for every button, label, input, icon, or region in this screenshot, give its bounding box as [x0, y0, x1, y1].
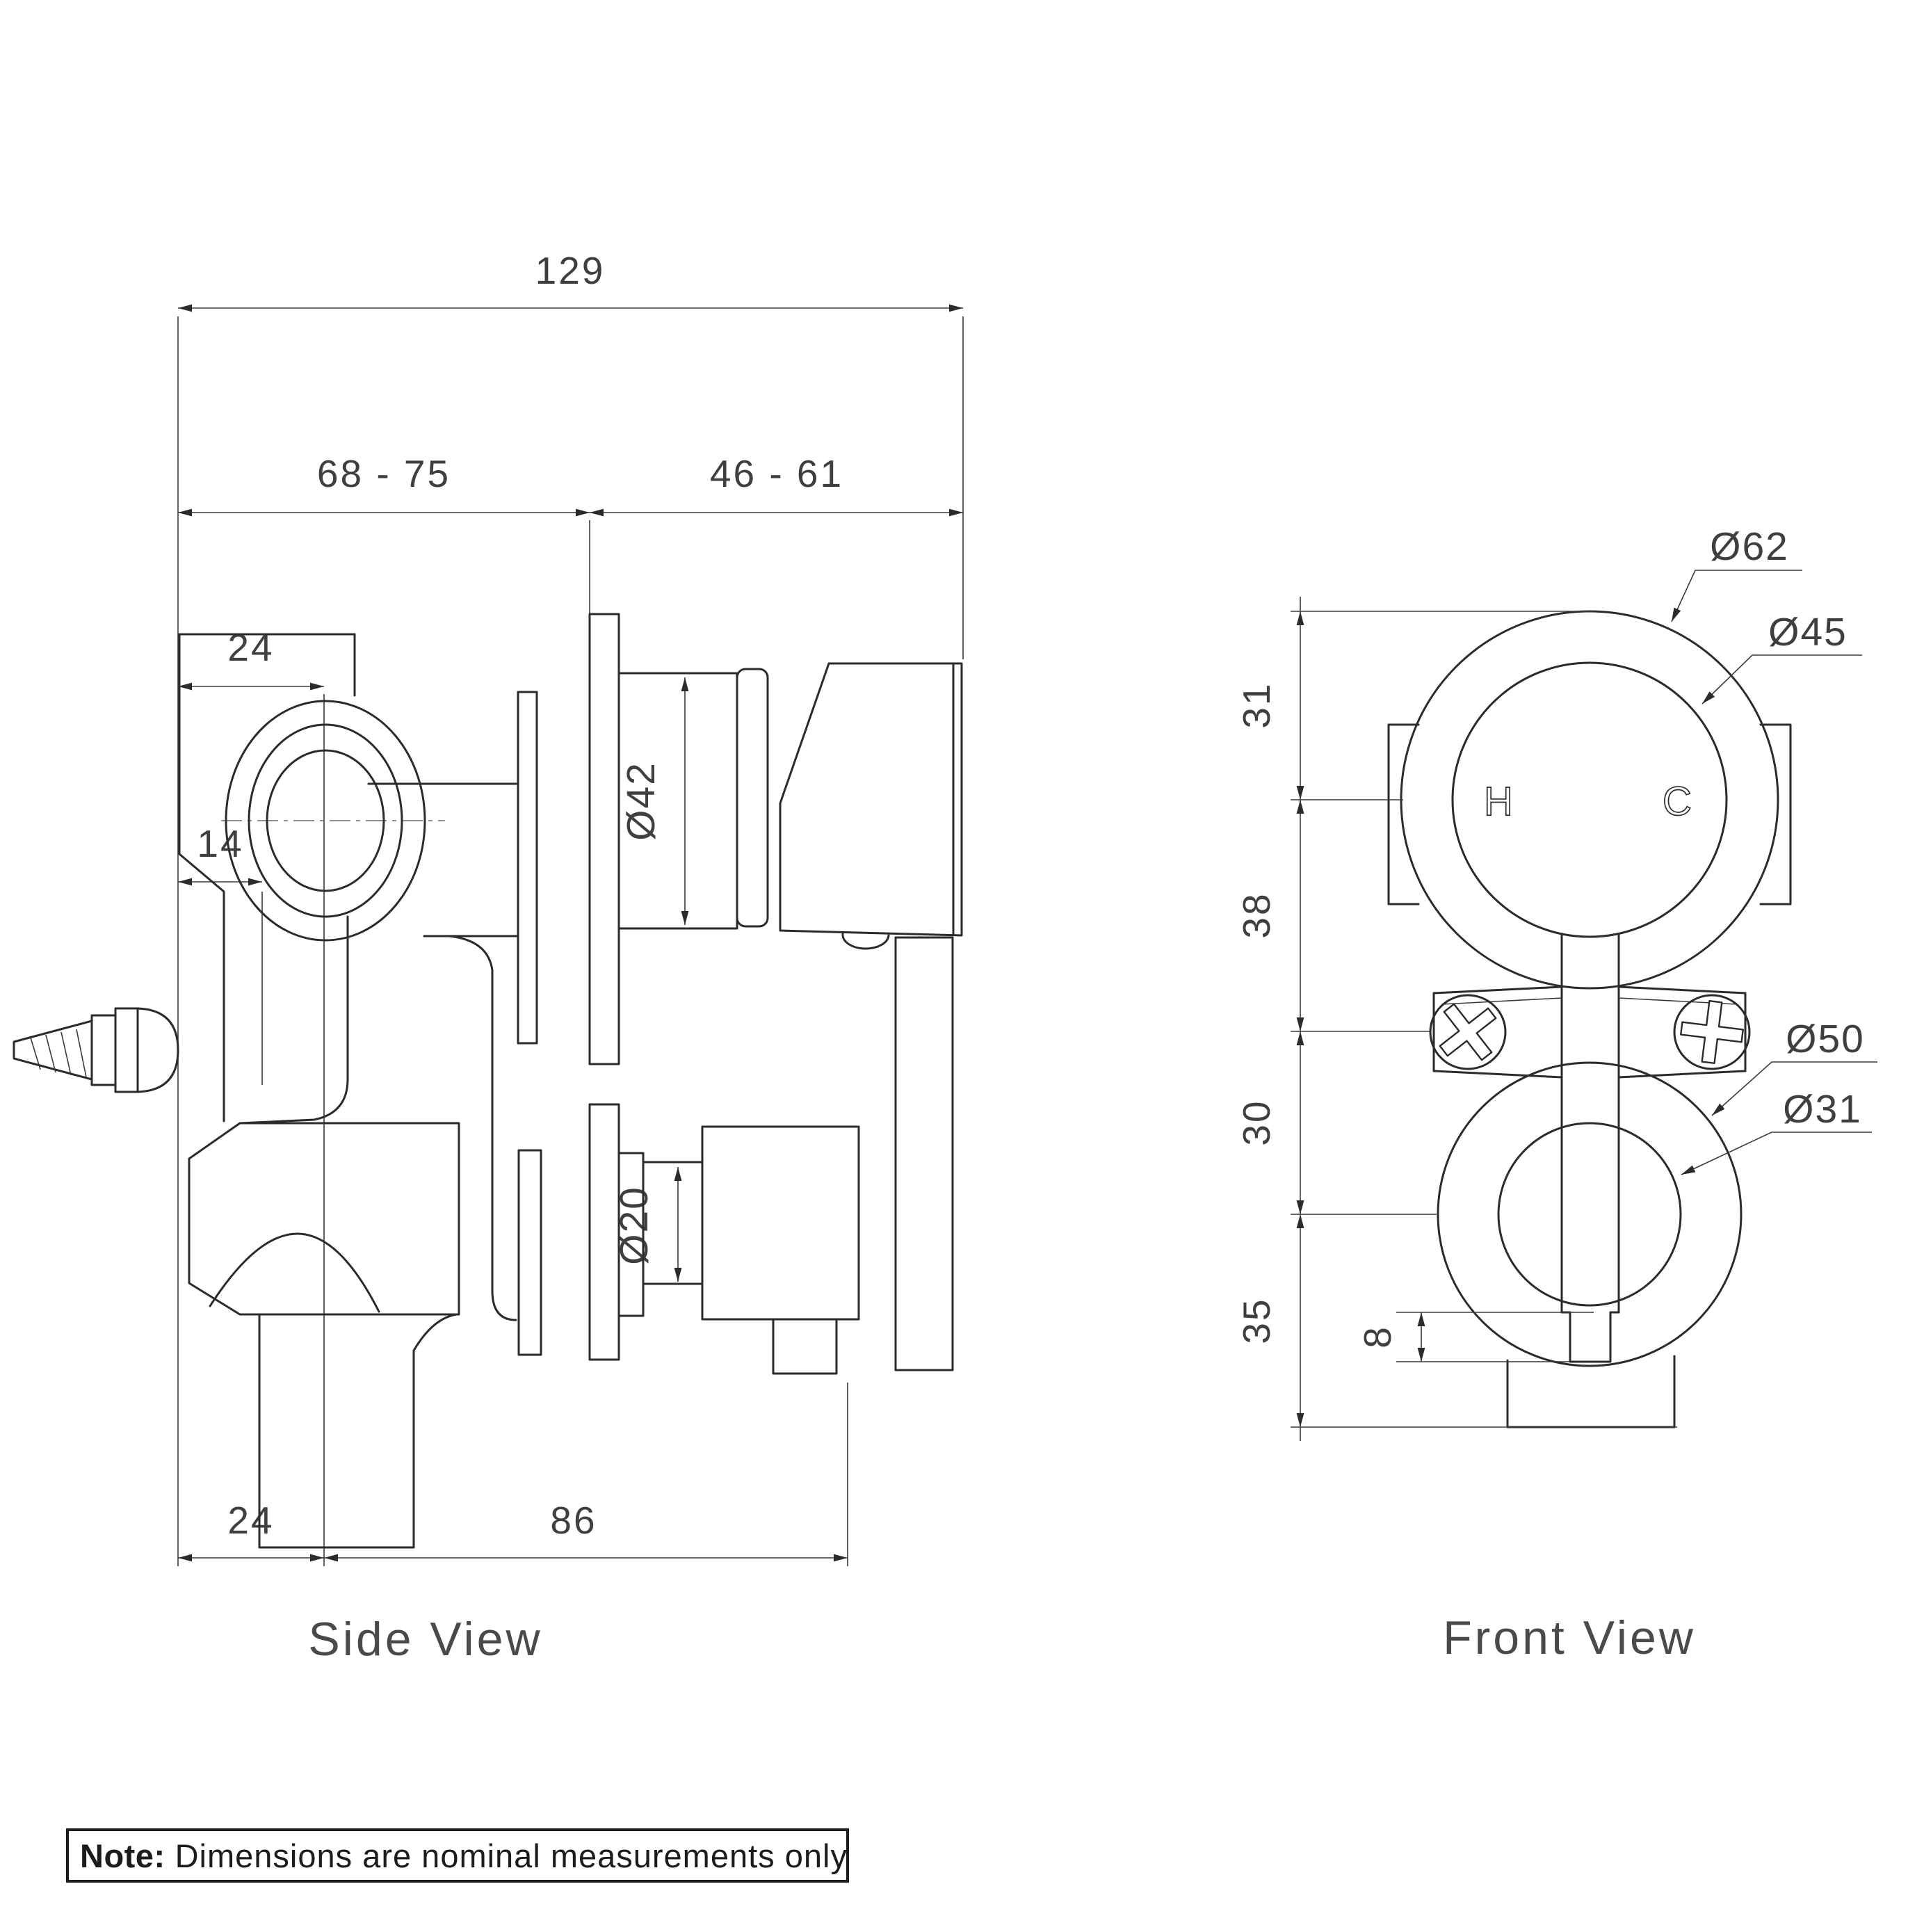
hot-marking: H	[1484, 779, 1513, 824]
stem-inset-dim	[1396, 1312, 1594, 1362]
side-view-title: Side View	[308, 1613, 542, 1666]
dim-seg-35: 35	[1235, 1297, 1278, 1344]
ring-inner	[1497, 1122, 1682, 1307]
inlet-block	[178, 633, 356, 1122]
lever-bar	[894, 936, 954, 1371]
dim-wall-range: 68 - 75	[317, 452, 451, 495]
screw-left	[1429, 994, 1507, 1070]
wall-screw	[13, 1007, 179, 1093]
dim-seg-31: 31	[1235, 682, 1278, 728]
bracket-ear-right	[1759, 723, 1792, 905]
cold-marking: C	[1663, 779, 1692, 824]
rough-in-plate-top	[517, 691, 538, 1045]
trim-circle-inner	[1451, 661, 1728, 938]
note-prefix: Note:	[80, 1837, 165, 1874]
screw-right	[1673, 994, 1751, 1070]
front-dimension-chain	[1291, 597, 1677, 1441]
mounting-bracket	[1429, 985, 1751, 1079]
trim-cap-ring	[736, 668, 769, 928]
dim-seg-38: 38	[1235, 892, 1278, 938]
side-view-drawing: 129 68 - 75 46 - 61 24 14 24 86 Ø42 Ø20	[13, 249, 964, 1666]
dim-bottom-24: 24	[227, 1499, 274, 1542]
outlet-pipe	[258, 1313, 458, 1549]
label-dia-31: Ø31	[1783, 1087, 1862, 1132]
lower-block	[188, 1122, 460, 1316]
handle-pivot-bump	[841, 933, 890, 950]
bracket-ear-left	[1387, 723, 1420, 905]
port-ellipse-outer	[225, 700, 426, 942]
dim-overall-129: 129	[535, 249, 606, 292]
diameter-leaders	[1671, 570, 1877, 1175]
side-dimension-lines	[178, 304, 963, 1562]
diverter-outlet-stub	[772, 1318, 838, 1375]
front-view-drawing: H C	[1235, 524, 1877, 1664]
front-view-title: Front View	[1443, 1611, 1696, 1664]
dim-plate-14: 14	[197, 822, 243, 865]
dim-bottom-86: 86	[550, 1499, 597, 1542]
dim-trim-dia-42: Ø42	[619, 762, 663, 841]
port-ellipse-mid	[248, 723, 403, 918]
handle-body	[779, 662, 963, 937]
cast-wave	[209, 1232, 380, 1313]
trim-circle-outer	[1400, 610, 1779, 990]
label-dia-62: Ø62	[1710, 524, 1789, 569]
rough-in-plate-bottom	[517, 1149, 542, 1356]
port-ellipse-inner	[266, 749, 385, 892]
diverter-knob	[701, 1125, 860, 1321]
note-text: Dimensions are nominal measurements only	[175, 1837, 848, 1874]
escutcheon-top	[588, 613, 620, 1065]
dim-front-range: 46 - 61	[710, 452, 843, 495]
screw-left-cross-icon	[1439, 1003, 1497, 1061]
label-dia-50: Ø50	[1786, 1017, 1865, 1061]
side-valve-body	[13, 613, 963, 1549]
ring-outer	[1437, 1061, 1743, 1367]
note-box: Note: Dimensions are nominal measurement…	[66, 1828, 849, 1883]
dim-stem-inset-8: 8	[1356, 1325, 1399, 1349]
dim-top-offset-24: 24	[227, 626, 274, 669]
dim-seg-30: 30	[1235, 1099, 1278, 1145]
screw-right-cross-icon	[1680, 1000, 1744, 1064]
side-extension-lines	[177, 316, 964, 1566]
handle-stem	[1560, 933, 1620, 1363]
label-dia-45: Ø45	[1768, 610, 1848, 654]
